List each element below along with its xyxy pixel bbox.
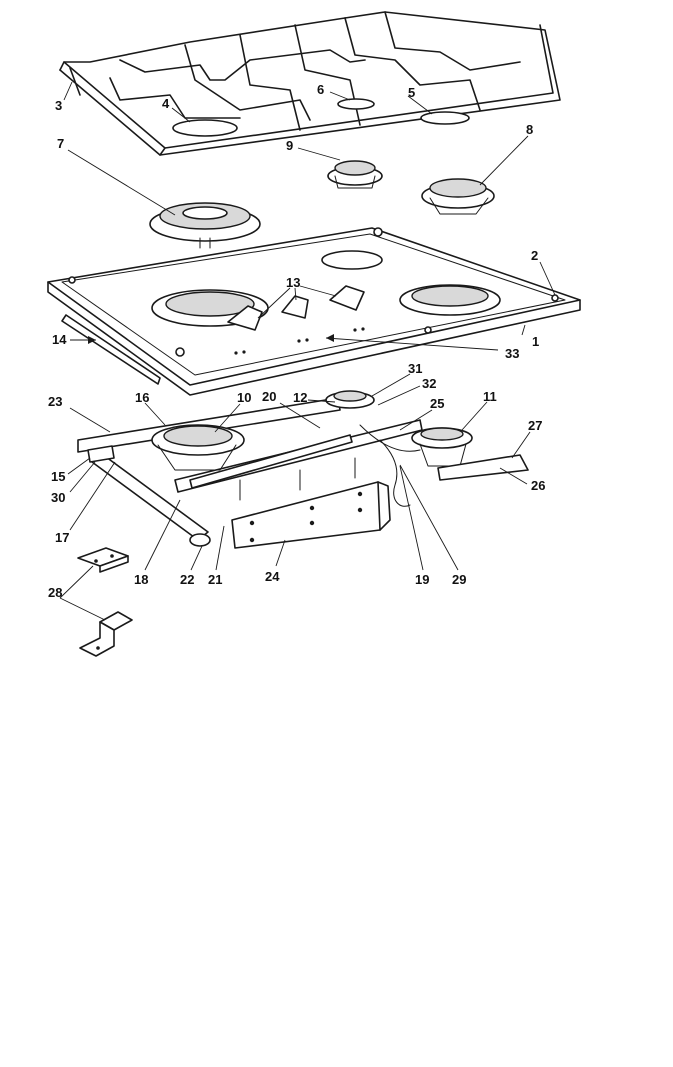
mounting-bracket-lower: [79, 611, 133, 657]
part-label-29: 29: [452, 572, 466, 587]
part-label-32: 32: [422, 376, 436, 391]
burner-9: [327, 160, 383, 189]
part-label-10: 10: [237, 390, 251, 405]
part-label-22: 22: [180, 572, 194, 587]
part-label-14: 14: [52, 332, 67, 347]
part-label-16: 16: [135, 390, 149, 405]
part-label-6: 6: [317, 82, 324, 97]
part-label-30: 30: [51, 490, 65, 505]
part-label-9: 9: [286, 138, 293, 153]
burner-7: [149, 202, 261, 249]
mounting-bracket-upper: [77, 547, 129, 573]
part-label-28: 28: [48, 585, 62, 600]
part-labels: 1 2 3 4 5 6 7 8 9 10 11 12 13 14 15 16 1…: [48, 82, 545, 600]
leader-lines: [59, 81, 556, 621]
part-label-26: 26: [531, 478, 545, 493]
part-label-20: 20: [262, 389, 276, 404]
cooktop-plate: [47, 227, 581, 396]
gas-assembly: [77, 390, 529, 549]
part-label-19: 19: [415, 572, 429, 587]
part-label-8: 8: [526, 122, 533, 137]
part-label-17: 17: [55, 530, 69, 545]
burner-8: [421, 178, 495, 215]
part-label-1: 1: [532, 334, 539, 349]
gasket-strip: [61, 314, 161, 385]
part-label-33: 33: [505, 346, 519, 361]
part-label-12: 12: [293, 390, 307, 405]
part-label-7: 7: [57, 136, 64, 151]
part-label-11: 11: [483, 389, 497, 404]
pan-support-grid: [59, 11, 561, 156]
part-label-4: 4: [162, 96, 170, 111]
part-label-25: 25: [430, 396, 444, 411]
part-label-31: 31: [408, 361, 422, 376]
part-label-3: 3: [55, 98, 62, 113]
part-label-13: 13: [286, 275, 300, 290]
part-label-15: 15: [51, 469, 65, 484]
part-label-23: 23: [48, 394, 62, 409]
part-label-2: 2: [531, 248, 538, 263]
part-label-24: 24: [265, 569, 280, 584]
part-label-5: 5: [408, 85, 415, 100]
part-label-27: 27: [528, 418, 542, 433]
part-label-18: 18: [134, 572, 148, 587]
part-label-21: 21: [208, 572, 222, 587]
